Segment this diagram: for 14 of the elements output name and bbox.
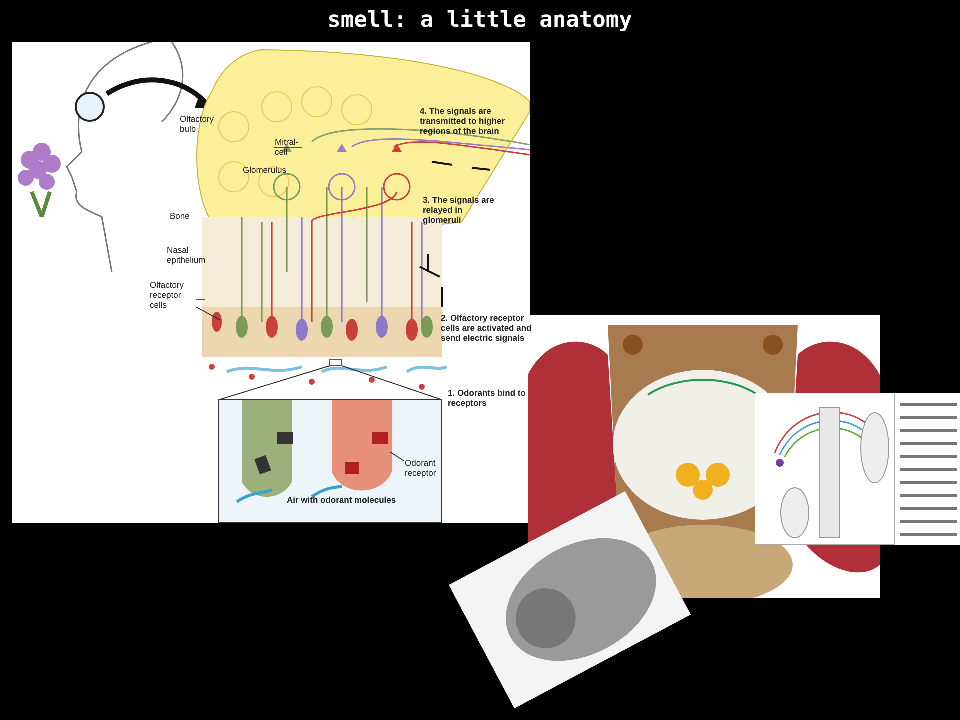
callout-label: Odorant receptor [405, 458, 450, 478]
step-caption: 1. Odorants bind to receptors [448, 388, 527, 408]
structure-label: Nasal epithelium [167, 245, 207, 265]
callout-label: Mitral-cell [275, 137, 305, 157]
structure-label: Air with odorant molecules [287, 495, 398, 505]
slide-title: smell: a little anatomy [326, 8, 634, 33]
callout-label: Olfactory receptor cells [150, 280, 195, 310]
structure-label: Glomerulus [243, 165, 288, 175]
step-caption: 2. Olfactory receptor cells are activated and send electric signals [441, 313, 533, 343]
structure-label: Bone [170, 211, 191, 221]
step-caption: 3. The signals are relayed in glomeruli [423, 195, 496, 225]
leader-line [196, 306, 220, 320]
leader-line [390, 452, 404, 462]
step-caption: 4. The signals are transmitted to higher regions of the brain [420, 106, 506, 136]
